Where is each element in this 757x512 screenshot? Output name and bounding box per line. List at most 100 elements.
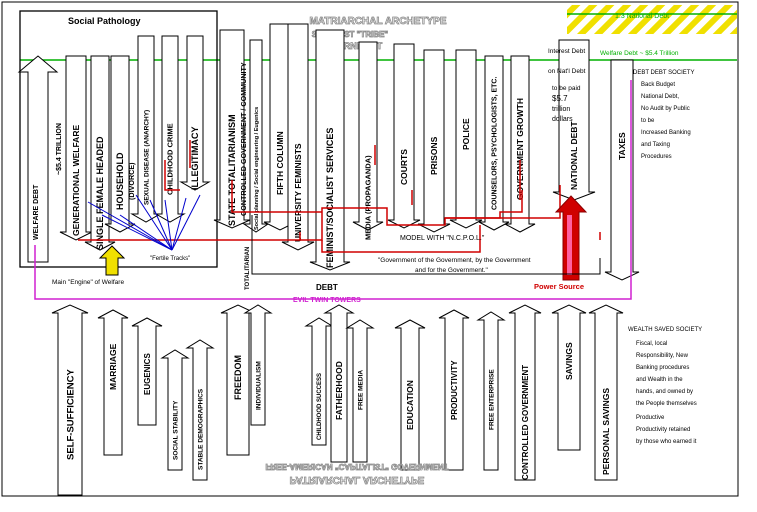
lower-column-8: FATHERHOOD bbox=[323, 304, 355, 463]
debt-bracket bbox=[251, 215, 601, 275]
welfare-debt-vlabel-2: ~$5.4 TRILLION bbox=[56, 123, 63, 175]
debt-society-line-2: Back Budget bbox=[641, 82, 675, 88]
upper-column-13-shape bbox=[417, 49, 451, 233]
to-be-paid-line-2: $5.7 bbox=[552, 94, 568, 103]
upper-column-label-18: TAXES bbox=[617, 132, 627, 160]
upper-column-label-3: SEXUAL DISEASE (ANARCHY) bbox=[143, 110, 150, 205]
upper-column-5-shape bbox=[179, 35, 211, 191]
upper-column-14: POLICE bbox=[449, 49, 483, 229]
government-word: GOVERNMENT bbox=[318, 41, 383, 51]
upper-column-4: CHILDHOOD CRIME bbox=[154, 35, 186, 223]
power-source-label: Power Source bbox=[534, 282, 584, 291]
wealth-line-1: WEALTH SAVED SOCIETY bbox=[628, 327, 702, 333]
lower-column-11-shape bbox=[438, 309, 470, 471]
lower-column-3: SOCIAL STABILITY bbox=[160, 349, 190, 471]
wealth-line-7: the People themselves bbox=[636, 401, 697, 407]
wealth-line-5: and Wealth in the bbox=[636, 377, 683, 383]
lower-column-label-9: FREE MEDIA bbox=[357, 370, 364, 410]
social-pathology-title: Social Pathology bbox=[68, 16, 141, 26]
socialist-subtitle: SOCIALIST "TRIBE" bbox=[312, 30, 389, 39]
lower-column-1-shape bbox=[97, 309, 129, 456]
upper-column-label-12: COURTS bbox=[399, 149, 409, 185]
lower-column-label-7: CHILDHOOD SUCCESS bbox=[317, 373, 323, 440]
upper-column-16: GOVERNMENT GROWTH bbox=[504, 55, 536, 233]
debt-society-line-7: and Taxing bbox=[641, 142, 670, 148]
upper-column-5: ILLEGITIMACY bbox=[179, 35, 211, 191]
lower-column-6-shape bbox=[243, 304, 273, 426]
lower-column-2: EUGENICS bbox=[131, 317, 163, 426]
to-be-paid-line-3: trillion bbox=[552, 106, 570, 113]
wealth-line-6: hands, and owned by bbox=[636, 389, 693, 395]
upper-column-label-1: SINGLE FEMALE HEADED bbox=[95, 136, 105, 250]
upper-column-15: COUNSELORS, PSYCHOLOGISTS, ETC. bbox=[478, 55, 510, 231]
interest-debt-line-2: on Nat'l Debt bbox=[548, 68, 586, 75]
lower-column-14-shape bbox=[551, 304, 587, 451]
debt-society-line-8: Procedures bbox=[641, 154, 672, 160]
upper-column-10-shape bbox=[309, 29, 351, 271]
upper-column-label-11: MEDIA (PROPAGANDA) bbox=[364, 155, 373, 240]
bottom-titles: PATRIARCHAL ARCHETYPE FREE-AMERICAN "CAP… bbox=[265, 462, 449, 486]
lower-column-label-1: MARRIAGE bbox=[108, 343, 118, 390]
lower-column-label-0: SELF-SUFFICIENCY bbox=[65, 369, 76, 460]
upper-column-label-13: PRISONS bbox=[429, 136, 439, 175]
lower-column-label-8: FATHERHOOD bbox=[334, 361, 344, 420]
to-be-paid-note: to be paid $5.7 trillion dollars bbox=[552, 85, 581, 123]
power-source-highlight bbox=[567, 215, 572, 275]
lower-column-label-3: SOCIAL STABILITY bbox=[172, 400, 179, 460]
debt-society-line-4: No Audit by Public bbox=[641, 106, 690, 112]
debt-society-line-6: Increased Banking bbox=[641, 130, 691, 136]
lower-column-9: FREE MEDIA bbox=[345, 319, 375, 463]
upper-column-6-shape bbox=[213, 29, 251, 229]
interest-debt-line-1: Interest Debt bbox=[548, 48, 585, 55]
debt-label: DEBT bbox=[316, 283, 338, 292]
lower-column-8-shape bbox=[323, 304, 355, 463]
upper-column-14-shape bbox=[449, 49, 483, 229]
lower-column-10: EDUCATION bbox=[394, 319, 426, 471]
evil-twin-towers-label: EVIL TWIN TOWERS bbox=[293, 297, 361, 304]
main-engine-label: Main "Engine" of Welfare bbox=[52, 279, 124, 286]
upper-column-16-shape bbox=[504, 55, 536, 233]
main-engine-arrow bbox=[98, 245, 126, 276]
lower-column-15: PERSONAL SAVINGS bbox=[588, 304, 624, 481]
upper-column-label-9: UNIVERSITY FEMINISTS bbox=[293, 143, 303, 242]
lower-column-label-6: INDIVIDUALISM bbox=[255, 361, 262, 410]
upper-column-0: GENERATIONAL WELFARE bbox=[59, 55, 93, 241]
lower-column-10-shape bbox=[394, 319, 426, 471]
upper-column-label-17: NATIONAL DEBT bbox=[569, 121, 579, 190]
upper-column-label-0: GENERATIONAL WELFARE bbox=[71, 125, 81, 236]
upper-column-10: FEMINIST/SOCIALIST SERVICES bbox=[309, 29, 351, 271]
upper-column-label-6: STATE TOTALITARIANISM bbox=[227, 114, 237, 226]
upper-column-label-10: FEMINIST/SOCIALIST SERVICES bbox=[325, 128, 335, 268]
national-debt-label: 1.3 National Debt bbox=[615, 13, 669, 20]
lower-column-label-2: EUGENICS bbox=[143, 353, 152, 395]
national-debt-banner bbox=[567, 5, 737, 34]
upper-column-2: HOUSEHOLD(DIVORCE) bbox=[104, 55, 136, 233]
upper-column-15-shape bbox=[478, 55, 510, 231]
upper-column-0-shape bbox=[59, 55, 93, 241]
upper-column-label-8: FIFTH COLUMN bbox=[275, 131, 285, 195]
government-quote-2: and for the Government." bbox=[415, 267, 488, 274]
lower-column-label-4: STABLE DEMOGRAPHICS bbox=[197, 388, 204, 470]
totalitarian-label: TOTALITARIAN bbox=[245, 247, 251, 290]
lower-column-label-15: PERSONAL SAVINGS bbox=[601, 388, 611, 475]
upper-column-17-shape bbox=[552, 39, 596, 201]
wealth-line-10: by those who earned it bbox=[636, 439, 697, 445]
debt-society-line-5: to be bbox=[641, 118, 655, 124]
free-american-subtitle: FREE-AMERICAN "CAPITALIST" GOVERNMENT bbox=[266, 462, 449, 471]
lower-column-13: CONTROLLED GOVERNMENT bbox=[508, 304, 542, 481]
lower-column-11: PRODUCTIVITY bbox=[438, 309, 470, 471]
lower-column-label-14: SAVINGS bbox=[564, 342, 574, 380]
lower-column-5-shape bbox=[220, 304, 256, 456]
upper-column-7-shape bbox=[242, 39, 270, 233]
lower-column-1: MARRIAGE bbox=[97, 309, 129, 456]
lower-column-5: FREEDOM bbox=[220, 304, 256, 456]
lower-column-label-13: CONTROLLED GOVERNMENT bbox=[521, 365, 530, 480]
patriarchal-title: PATRIARCHAL ARCHETYPE bbox=[290, 474, 425, 485]
upper-column-17: NATIONAL DEBT bbox=[552, 39, 596, 201]
upper-columns: GENERATIONAL WELFARE SINGLE FEMALE HEADED… bbox=[59, 23, 640, 281]
lower-column-7: CHILDHOOD SUCCESS bbox=[304, 317, 334, 446]
lower-column-7-shape bbox=[304, 317, 334, 446]
wealth-line-4: Banking procedures bbox=[636, 365, 689, 371]
matriarchal-title: MATRIARCHAL ARCHETYPE bbox=[309, 16, 446, 27]
welfare-debt-label: Welfare Debt ~ $5.4 Trillion bbox=[600, 50, 679, 57]
